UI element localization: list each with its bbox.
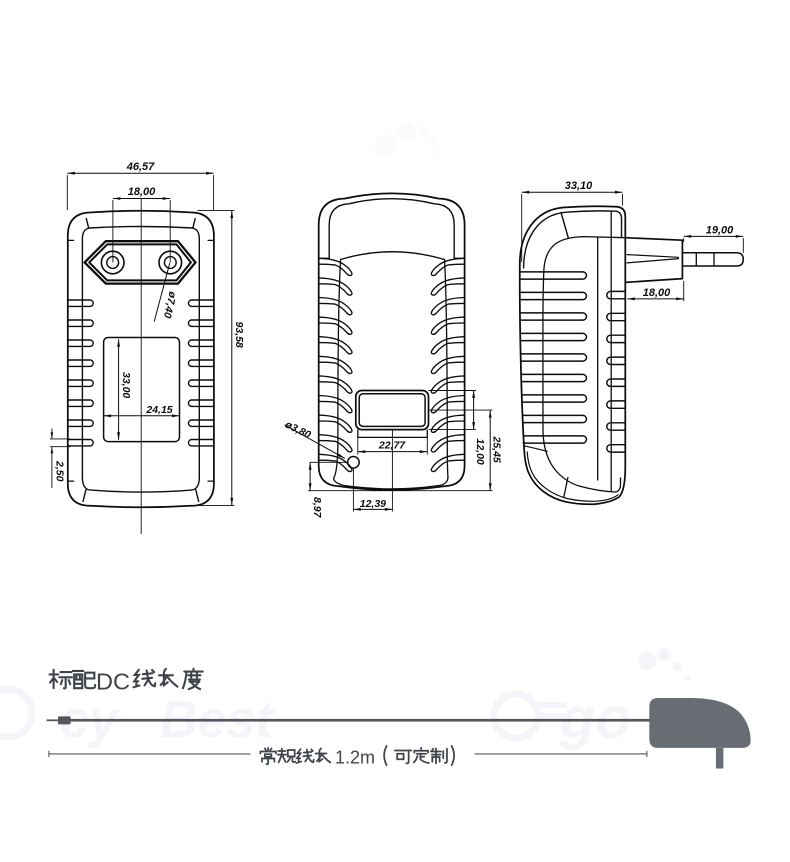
svg-text:go: go [559, 686, 631, 751]
svg-text:33,00: 33,00 [120, 372, 132, 398]
svg-text:33,10: 33,10 [565, 180, 593, 192]
svg-text:93,58: 93,58 [233, 322, 245, 348]
svg-text:12,39: 12,39 [360, 498, 386, 510]
svg-text:25,45: 25,45 [491, 436, 503, 463]
svg-text:8,97: 8,97 [311, 497, 323, 519]
svg-text:12,00: 12,00 [474, 439, 486, 465]
svg-text:ø3,80: ø3,80 [283, 419, 313, 442]
svg-text:1.2m: 1.2m [335, 748, 375, 768]
svg-text:DC: DC [96, 669, 130, 695]
svg-text:2,50: 2,50 [53, 460, 65, 482]
svg-text:24,15: 24,15 [145, 404, 172, 416]
svg-text:18,00: 18,00 [643, 287, 671, 299]
svg-text:ø7,40: ø7,40 [161, 290, 179, 319]
svg-text:46,57: 46,57 [126, 161, 155, 173]
svg-text:18,00: 18,00 [128, 186, 156, 198]
svg-text:19,00: 19,00 [706, 225, 734, 237]
